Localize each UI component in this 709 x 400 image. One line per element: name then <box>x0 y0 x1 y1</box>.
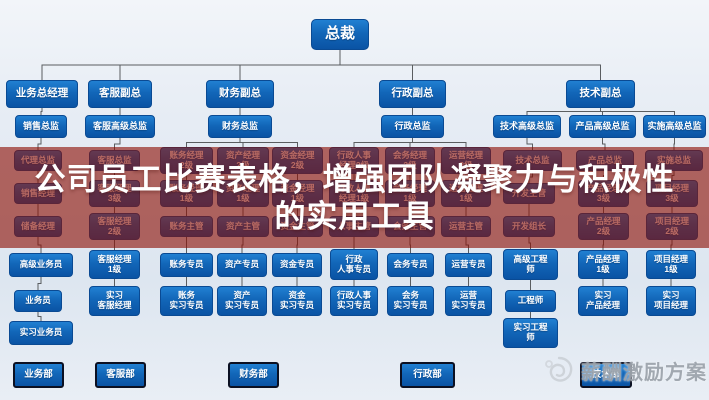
org-node-tech-dept: 技术部 <box>580 362 632 388</box>
swirl-logo-icon <box>545 356 573 382</box>
org-node-prod-sr-dir: 产品高级总监 <box>569 115 636 138</box>
org-node-acct-intern: 账务 实习专员 <box>160 286 213 316</box>
org-node-ops-intern: 运营 实习专员 <box>445 286 492 316</box>
org-node-cs-vp: 客服副总 <box>88 80 152 108</box>
org-node-intern-eng: 实习工程 师 <box>503 318 558 348</box>
org-node-proj-intern: 实习 项目经理 <box>646 286 696 316</box>
org-node-fund-intern: 资金 实习专员 <box>272 286 322 316</box>
org-node-meet-spec: 会务专员 <box>387 253 434 277</box>
org-node-proj-mgr1: 项目经理 1级 <box>646 250 696 279</box>
org-node-sr-sales: 高级业务员 <box>9 253 73 277</box>
org-node-sr-eng: 高级工程 师 <box>503 249 558 280</box>
org-node-prod-intern: 实习 产品经理 <box>578 286 628 316</box>
org-node-adm-vp: 行政副总 <box>379 80 446 108</box>
org-node-salesman: 业务员 <box>14 290 62 312</box>
org-node-intern-salesman: 实习业务员 <box>9 321 73 345</box>
org-node-cs-sr-dir: 客服高级总监 <box>85 115 155 138</box>
org-node-asset-spec: 资产专员 <box>217 253 267 277</box>
org-node-intern-cs-mgr: 实习 客服经理 <box>89 286 140 316</box>
org-node-tech-sr-dir: 技术高级总监 <box>493 115 561 138</box>
org-node-hr-intern: 行政人事 实习专员 <box>330 286 378 316</box>
title-banner-overlay: 公司员工比赛表格，增强团队凝聚力与积极性 的实用工具 <box>0 147 709 248</box>
org-node-adm-dir: 行政总监 <box>381 115 444 138</box>
org-node-ceo: 总裁 <box>311 19 369 50</box>
org-node-adm-dept: 行政部 <box>400 362 455 388</box>
org-node-fund-spec: 资金专员 <box>272 253 322 277</box>
org-node-fin-dept: 财务部 <box>228 362 279 388</box>
org-node-meet-intern: 会务 实习专员 <box>387 286 434 316</box>
org-node-asset-intern: 资产 实习专员 <box>217 286 267 316</box>
org-node-fin-dir: 财务总监 <box>208 115 272 138</box>
org-node-cs-mgr1: 客服经理 1级 <box>89 250 140 279</box>
org-node-impl-sr-dir: 实施高级总监 <box>643 115 706 138</box>
org-node-prod-mgr1: 产品经理 1级 <box>578 250 628 279</box>
org-node-cs-dept: 客服部 <box>95 362 146 388</box>
org-node-tech-vp: 技术副总 <box>566 80 635 108</box>
banner-title-line1: 公司员工比赛表格，增强团队凝聚力与积极性 <box>34 161 675 197</box>
org-node-acct-spec: 账务专员 <box>160 253 213 277</box>
org-node-hr-spec: 行政 人事专员 <box>330 249 378 280</box>
org-node-biz-gm: 业务总经理 <box>6 80 78 108</box>
watermark: 薪酬激励方案 <box>541 352 707 388</box>
org-node-engineer: 工程师 <box>505 290 556 312</box>
org-node-biz-dept: 业务部 <box>13 362 64 388</box>
banner-title-line2: 的实用工具 <box>274 198 435 234</box>
org-node-fin-vp: 财务副总 <box>206 80 274 108</box>
watermark-text: 薪酬激励方案 <box>581 361 707 384</box>
org-node-sales-dir: 销售总监 <box>15 115 67 138</box>
org-node-ops-spec: 运营专员 <box>445 253 492 277</box>
